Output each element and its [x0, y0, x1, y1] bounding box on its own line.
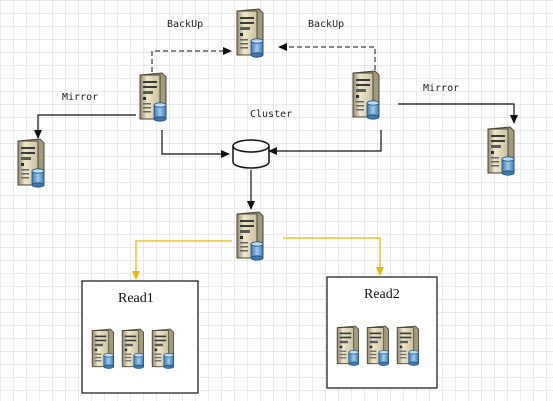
cluster-link-left: [161, 130, 230, 158]
read2-server-3-icon: [396, 325, 420, 366]
read1-server-2-icon: [121, 328, 145, 369]
read-master-server-icon: [236, 211, 264, 261]
backup-right-label: BackUp: [308, 19, 344, 30]
mirror-right-label: Mirror: [423, 83, 459, 94]
read1-label: Read1: [118, 291, 154, 306]
read2-label: Read2: [364, 287, 400, 302]
cluster-database-icon: [232, 139, 270, 169]
cluster-label: Cluster: [250, 109, 292, 120]
mirror-right-server-icon: [487, 126, 515, 176]
cluster-link-right: [268, 130, 382, 155]
master-left-server-icon: [139, 72, 167, 122]
backup-link-left: [151, 47, 232, 72]
mirror-left-server-icon: [17, 138, 45, 188]
read-link-left: [132, 240, 232, 280]
mirror-link-right: [398, 103, 518, 124]
master-right-server-icon: [352, 70, 380, 120]
read1-server-3-icon: [151, 328, 175, 369]
backup-left-label: BackUp: [167, 19, 203, 30]
mirror-link-left: [34, 114, 136, 139]
read2-server-1-icon: [336, 325, 360, 366]
read2-server-2-icon: [366, 325, 390, 366]
backup-server-icon: [236, 8, 264, 58]
read-link-right: [283, 237, 384, 276]
read1-server-1-icon: [91, 328, 115, 369]
mirror-left-label: Mirror: [62, 92, 98, 103]
